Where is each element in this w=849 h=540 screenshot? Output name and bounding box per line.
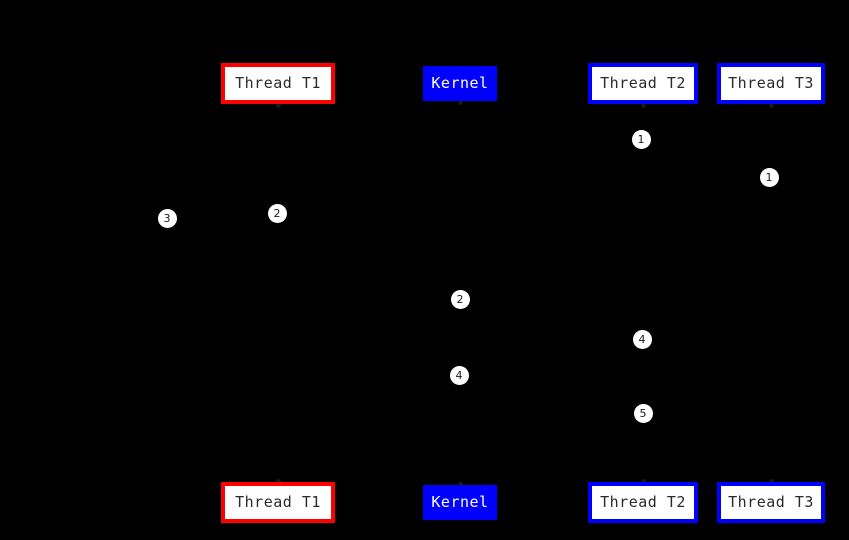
participant-bottom-t2b[interactable]: Thread T2 <box>588 482 698 523</box>
participant-top-label-kernel: Kernel <box>431 74 489 92</box>
lifeline-stub-bottom-ll-t2 <box>641 479 646 484</box>
sequence-marker: 1 <box>759 167 779 187</box>
sequence-marker: 1 <box>631 129 651 149</box>
participant-bottom-t3b[interactable]: Thread T3 <box>717 482 825 523</box>
sequence-marker: 4 <box>449 365 469 385</box>
participant-bottom-t1b[interactable]: Thread T1 <box>221 482 335 523</box>
lifeline-ll-t3 <box>771 104 772 482</box>
sequence-marker: 5 <box>633 403 653 423</box>
sequence-marker: 2 <box>267 203 287 223</box>
lifeline-stub-bottom-ll-kernel <box>458 482 463 487</box>
participant-bottom-label-t1b: Thread T1 <box>235 493 321 511</box>
participant-top-t1[interactable]: Thread T1 <box>221 63 335 104</box>
participant-bottom-label-t3b: Thread T3 <box>728 493 814 511</box>
participant-bottom-label-t2b: Thread T2 <box>600 493 686 511</box>
lifeline-stub-bottom-ll-t3 <box>769 479 774 484</box>
sequence-marker: 3 <box>157 208 177 228</box>
participant-top-label-t3: Thread T3 <box>728 74 814 92</box>
participant-top-kernel[interactable]: Kernel <box>423 66 497 101</box>
participant-bottom-label-kernelb: Kernel <box>431 493 489 511</box>
participant-top-label-t1: Thread T1 <box>235 74 321 92</box>
lifeline-ll-t1 <box>278 104 279 482</box>
participant-top-t2[interactable]: Thread T2 <box>588 63 698 104</box>
lifeline-stub-top-ll-t1 <box>276 103 281 108</box>
participant-top-label-t2: Thread T2 <box>600 74 686 92</box>
lifeline-stub-top-ll-t2 <box>641 103 646 108</box>
lifeline-stub-top-ll-kernel <box>458 100 463 105</box>
participant-top-t3[interactable]: Thread T3 <box>717 63 825 104</box>
participant-bottom-kernelb[interactable]: Kernel <box>423 485 497 520</box>
lifeline-ll-t2 <box>643 104 644 482</box>
lifeline-stub-bottom-ll-t1 <box>276 479 281 484</box>
sequence-marker: 4 <box>632 329 652 349</box>
lifeline-stub-top-ll-t3 <box>769 103 774 108</box>
sequence-marker: 2 <box>450 289 470 309</box>
